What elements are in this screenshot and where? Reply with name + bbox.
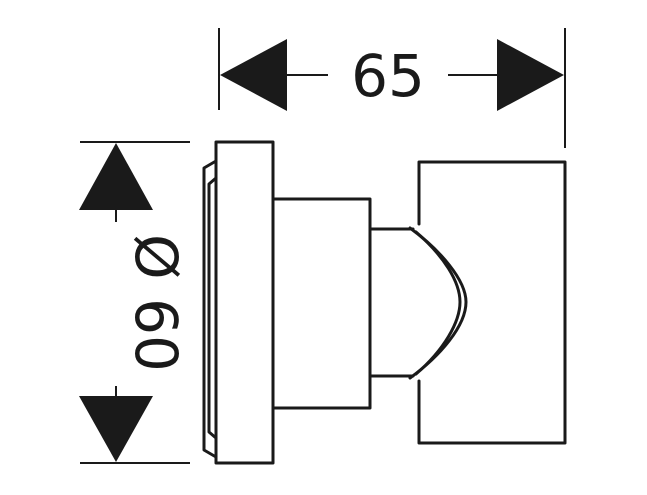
rosette-plate [214,140,275,465]
width-arrow-right [497,39,564,111]
neck-sleeve [271,197,372,410]
diameter-dimension: Ø 60 [79,141,190,464]
width-dimension: 65 [218,28,566,148]
rosette-rim-outer [202,159,218,459]
handle-transition-inner [414,230,462,376]
diameter-arrow-top [79,143,153,210]
valve-part-outline [202,140,567,465]
handle-transition [408,226,468,380]
handle-block [417,160,567,445]
width-label: 65 [351,42,425,110]
diameter-arrow-bottom [79,396,153,462]
diameter-label: Ø 60 [122,234,190,372]
width-arrow-left [220,39,287,111]
rosette-rim-inner [207,176,218,440]
stem [368,227,415,378]
